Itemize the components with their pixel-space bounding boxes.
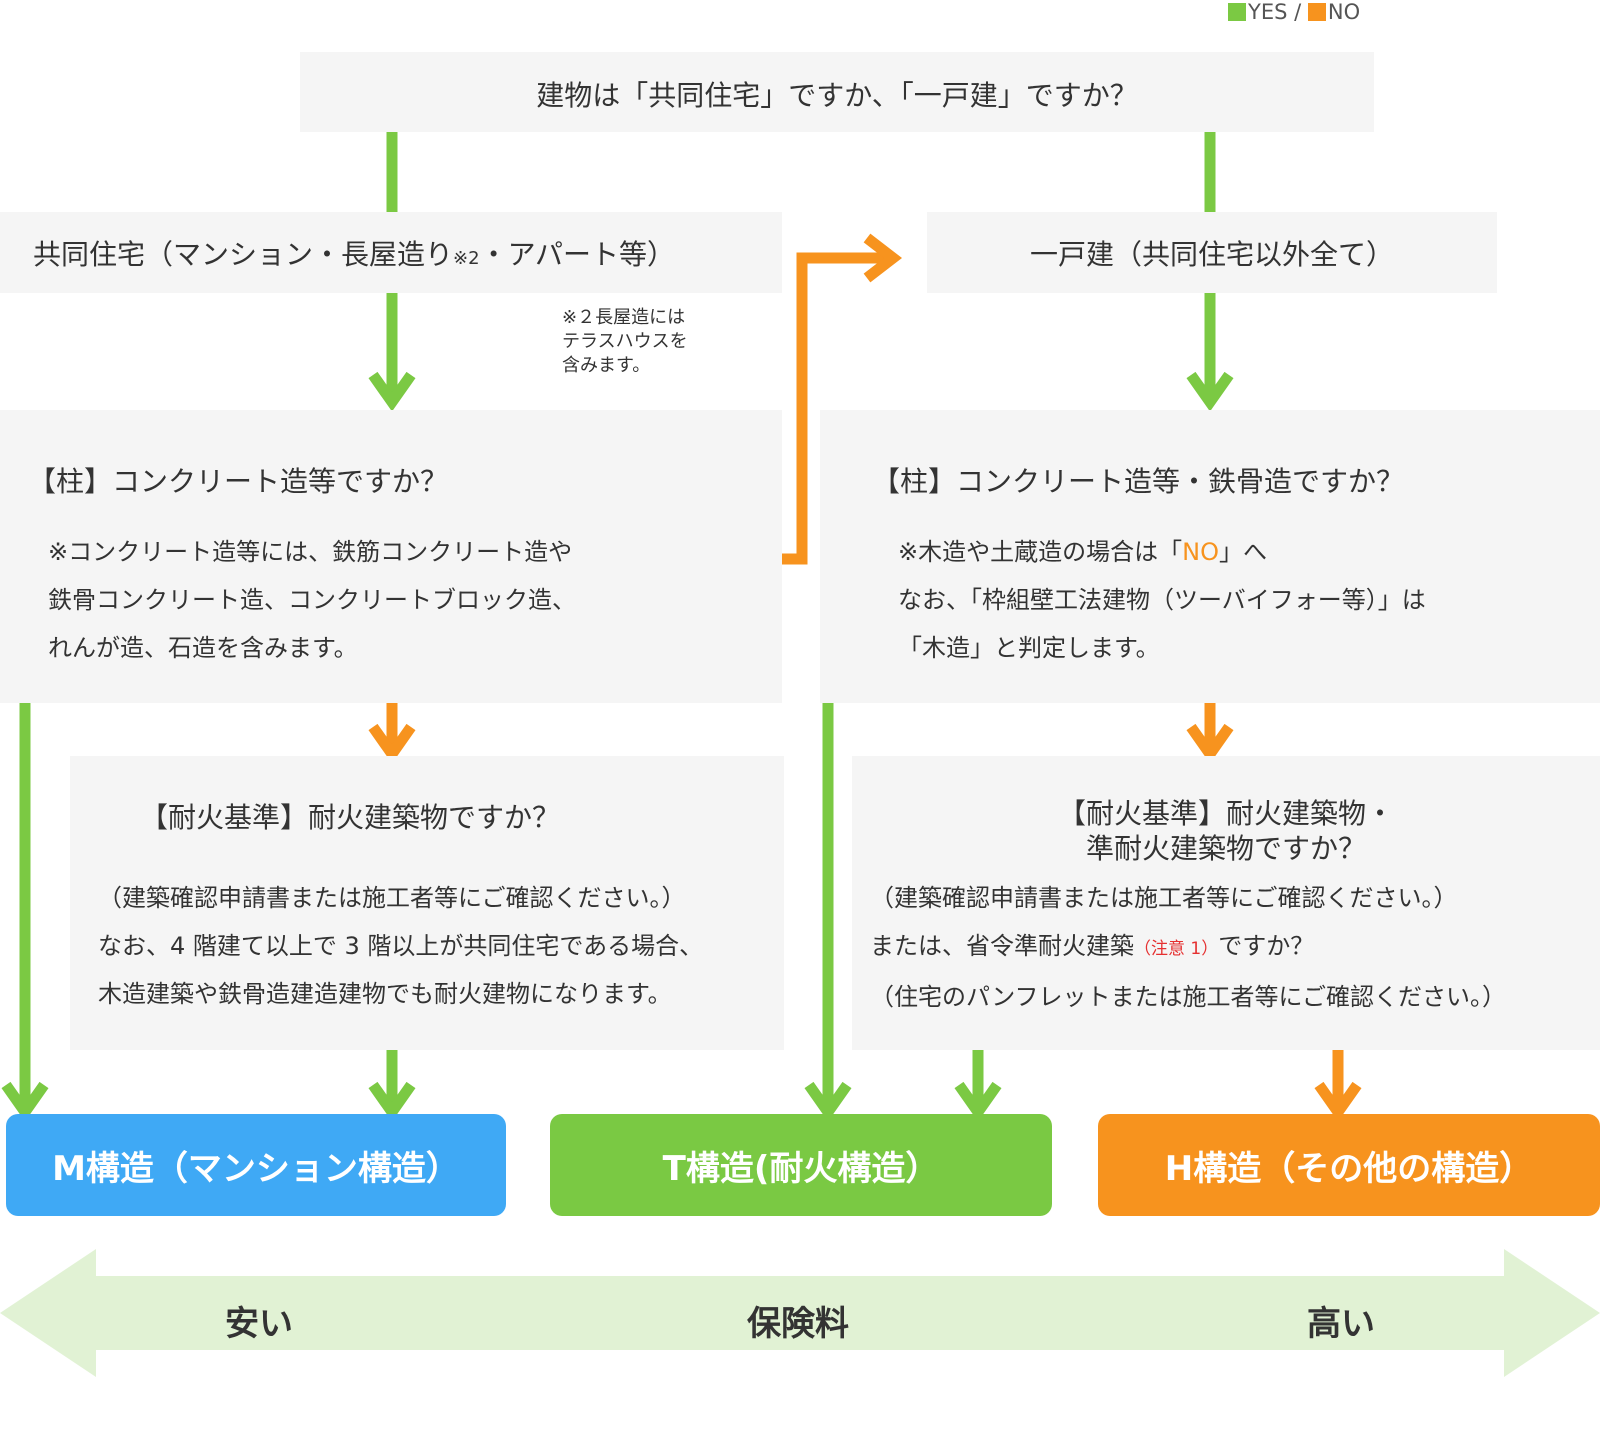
arrow-q2right-yes-to-t: [804, 703, 852, 1122]
yes-swatch: [1228, 3, 1246, 21]
row-house-note-line: テラスハウスを: [562, 331, 688, 352]
row-house-note-line: 含みます。: [562, 355, 651, 376]
note-line: 鉄骨コンクリート造、コンクリートブロック造、: [48, 586, 576, 614]
question-column-concrete: 【柱】コンクリート造等ですか？ ※コンクリート造等には、鉄筋コンクリート造や 鉄…: [0, 410, 782, 703]
legend-separator: /: [1287, 0, 1308, 24]
arrow-q3right-no-to-h: [1314, 1050, 1362, 1122]
result-t-structure: T構造(耐火構造）: [550, 1114, 1052, 1216]
question-fire-resistant: 【耐火基準】耐火建築物ですか？ （建築確認申請書または施工者等にご確認ください。…: [70, 756, 784, 1050]
result-m-structure: M構造（マンション構造）: [6, 1114, 506, 1216]
note-line: ※コンクリート造等には、鉄筋コンクリート造や: [48, 538, 573, 566]
question-fire-resistant-quasi-note: （建築確認申請書または施工者等にご確認ください。） または、省令準耐火建築（注意…: [870, 874, 1506, 1021]
branch-apartment: 共同住宅（マンション・長屋造り※2・アパート等）: [0, 212, 782, 293]
question-column-concrete-steel-note: ※木造や土蔵造の場合は「NO」へ なお、「枠組壁工法建物（ツーバイフォー等）」は…: [898, 528, 1426, 672]
arrow-q3left-yes-to-m: [368, 1050, 416, 1122]
result-h-structure: H構造（その他の構造）: [1098, 1114, 1600, 1216]
arrow-right-to-q2: [1186, 293, 1234, 412]
note-line: （建築確認申請書または施工者等にご確認ください。）: [98, 884, 686, 912]
arrow-q3right-yes-to-t: [954, 1050, 1002, 1122]
premium-center-label: 保険料: [747, 1304, 849, 1344]
question-column-concrete-steel: 【柱】コンクリート造等・鉄骨造ですか？ ※木造や土蔵造の場合は「NO」へ なお、…: [820, 410, 1600, 703]
branch-detached-house: 一戸建（共同住宅以外全て）: [927, 212, 1497, 293]
note-line: なお、「枠組壁工法建物（ツーバイフォー等）」は: [898, 586, 1426, 614]
premium-high-label: 高い: [1307, 1304, 1375, 1344]
premium-double-arrow: [0, 1249, 1600, 1377]
premium-low-label: 安い: [225, 1304, 293, 1344]
branch-apartment-text-tail: ・アパート等）: [479, 238, 676, 271]
legend-yes: YES: [1248, 0, 1288, 24]
note-line: （建築確認申請書または施工者等にご確認ください。）: [870, 884, 1458, 912]
branch-apartment-text: 共同住宅（マンション・長屋造り: [33, 238, 454, 271]
no-swatch: [1307, 3, 1326, 21]
row-house-note: ※２長屋造には テラスハウスを 含みます。: [562, 306, 688, 378]
arrow-q2left-no-to-q3: [368, 703, 416, 764]
caution-ref: （注意 1）: [1134, 939, 1219, 959]
question-building-type: 建物は「共同住宅」ですか、「一戸建」ですか？: [300, 52, 1374, 132]
title-line: 準耐火建築物ですか？: [1085, 832, 1366, 865]
legend: YES / NO: [1228, 0, 1360, 24]
note-line-pre: または、省令準耐火建築: [870, 932, 1134, 960]
branch-detached-house-text: 一戸建（共同住宅以外全て）: [1029, 238, 1394, 271]
row-house-note-line: ※２長屋造には: [562, 307, 686, 328]
note-line-post: 」へ: [1218, 538, 1267, 566]
note-line: なお、4 階建て以上で 3 階以上が共同住宅である場合、: [98, 932, 704, 960]
title-line: 【耐火基準】耐火建築物・: [1057, 797, 1394, 830]
note-line: 木造建築や鉄骨造建造建物でも耐火建物になります。: [98, 980, 672, 1008]
arrow-left-to-q2: [368, 293, 416, 412]
question-fire-resistant-quasi: 【耐火基準】耐火建築物・ 準耐火建築物ですか？ （建築確認申請書または施工者等に…: [852, 756, 1600, 1050]
note-line: または、省令準耐火建築（注意 1）ですか？: [870, 922, 1506, 973]
question-fire-resistant-note: （建築確認申請書または施工者等にご確認ください。） なお、4 階建て以上で 3 …: [98, 874, 703, 1018]
note-line-pre: ※木造や土蔵造の場合は「: [898, 538, 1183, 566]
branch-apartment-note-ref: ※2: [453, 248, 480, 269]
note-line: （住宅のパンフレットまたは施工者等にご確認ください。）: [870, 983, 1506, 1011]
arrow-q2right-no-to-q3: [1186, 703, 1234, 764]
arrow-q2left-yes-to-m: [1, 703, 49, 1122]
note-line: 「木造」と判定します。: [898, 634, 1160, 662]
arrow-q2left-no-to-right: [782, 233, 903, 565]
question-fire-resistant-title: 【耐火基準】耐火建築物ですか？: [140, 801, 561, 834]
note-line: ※木造や土蔵造の場合は「NO」へ: [898, 528, 1426, 576]
legend-no: NO: [1327, 0, 1361, 24]
note-line: れんが造、石造を含みます。: [48, 634, 358, 662]
question-column-concrete-steel-title: 【柱】コンクリート造等・鉄骨造ですか？: [872, 465, 1405, 498]
branch-apartment-label: 共同住宅（マンション・長屋造り※2・アパート等）: [33, 233, 675, 273]
note-line-post: ですか？: [1218, 932, 1315, 960]
question-column-concrete-note: ※コンクリート造等には、鉄筋コンクリート造や 鉄骨コンクリート造、コンクリートブ…: [48, 528, 576, 672]
question-fire-resistant-quasi-title: 【耐火基準】耐火建築物・ 準耐火建築物ですか？: [852, 796, 1600, 866]
no-highlight: NO: [1182, 538, 1219, 566]
question-column-concrete-title: 【柱】コンクリート造等ですか？: [28, 465, 449, 498]
question-building-type-text: 建物は「共同住宅」ですか、「一戸建」ですか？: [536, 79, 1138, 112]
